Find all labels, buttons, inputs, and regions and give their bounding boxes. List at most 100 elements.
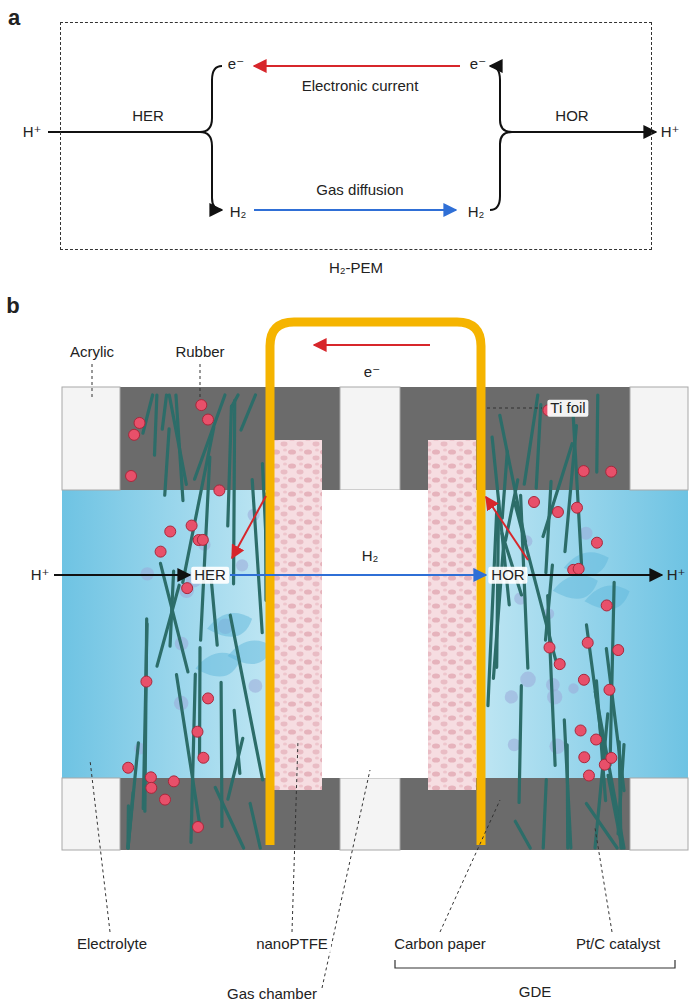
part-label: Rubber — [172, 344, 227, 361]
catalyst-particle — [123, 762, 134, 773]
fiber — [564, 720, 571, 848]
electrolyte-blob — [553, 575, 598, 599]
fiber — [157, 585, 179, 666]
fiber — [128, 743, 138, 848]
cell-illustration — [62, 322, 688, 850]
bubble — [236, 559, 248, 571]
bubble — [547, 689, 562, 704]
fiber — [546, 565, 553, 640]
catalyst-particle — [606, 466, 617, 477]
catalyst-particle — [198, 752, 209, 763]
catalyst-particle — [155, 546, 166, 557]
gas-label: H₂ — [359, 548, 382, 565]
catalyst-particle — [544, 642, 555, 653]
fiber — [536, 405, 541, 488]
fiber — [169, 395, 186, 484]
ion-label: H⁺ — [667, 567, 686, 584]
electrolyte-blob — [195, 653, 240, 677]
fiber — [191, 674, 195, 842]
reaction-label: HOR — [555, 108, 588, 125]
fiber — [198, 648, 202, 759]
fiber — [241, 395, 255, 430]
bubble — [248, 679, 262, 693]
part-label: Pt/C catalyst — [573, 936, 663, 953]
fiber — [488, 513, 497, 706]
catalyst-particle — [160, 794, 171, 805]
catalyst-particle — [214, 485, 225, 496]
part-label: Carbon paper — [391, 936, 489, 953]
fiber — [230, 615, 262, 780]
fiber — [232, 395, 238, 407]
fiber — [250, 803, 260, 848]
fiber — [162, 395, 166, 429]
catalyst-particle — [604, 684, 615, 695]
catalyst-particle — [606, 752, 617, 763]
catalyst-particle — [579, 752, 590, 763]
ion-label: H⁺ — [23, 124, 42, 141]
fiber — [183, 428, 214, 583]
bubble — [568, 683, 578, 693]
dashed-boundary-box: H₂-PEM — [60, 22, 652, 250]
catalyst-particle — [168, 776, 179, 787]
catalyst-particle — [196, 400, 207, 411]
electron-label: e⁻ — [470, 56, 486, 73]
catalyst-particle — [575, 725, 586, 736]
fiber — [165, 429, 169, 495]
nanoptfe-left — [274, 440, 322, 790]
ion-label: H⁺ — [31, 567, 50, 584]
fiber — [515, 821, 530, 848]
bubble — [505, 690, 518, 703]
nanoptfe-right — [428, 440, 476, 790]
ti-foil — [270, 322, 481, 845]
catalyst-particle — [573, 563, 584, 574]
fiber — [228, 738, 243, 799]
panel-letter: a — [8, 6, 20, 30]
panel-a-arrows — [48, 66, 656, 210]
catalyst-particle — [182, 583, 193, 594]
fiber — [597, 395, 598, 472]
fiber — [143, 395, 153, 433]
catalyst-particle — [571, 502, 582, 513]
catalyst-particle — [145, 772, 156, 783]
fiber — [211, 576, 217, 645]
catalyst-particle — [613, 645, 624, 656]
part-label: nanoPTFE — [253, 936, 331, 953]
electron-label: e⁻ — [228, 56, 244, 73]
catalyst-particle — [529, 497, 540, 508]
catalyst-particle — [192, 821, 203, 832]
part-label: Gas chamber — [224, 986, 320, 1003]
fiber — [252, 480, 262, 633]
arrow-label: Gas diffusion — [316, 182, 403, 199]
fiber — [506, 480, 518, 540]
rubber-gaskets — [120, 387, 630, 850]
catalyst-particle — [129, 429, 140, 440]
panel-letter: b — [6, 294, 19, 318]
bubble — [549, 739, 564, 754]
catalyst-particle — [192, 726, 203, 737]
gas-chamber — [322, 490, 428, 778]
catalyst-particle — [591, 734, 602, 745]
carbon-paper-fibers — [128, 395, 624, 848]
catalyst-particle — [141, 676, 152, 687]
fiber — [502, 451, 507, 518]
catalyst-particle — [134, 417, 145, 428]
gas-label: H₂ — [230, 204, 247, 221]
fiber — [619, 742, 621, 848]
reaction-label: HER — [191, 567, 229, 584]
catalyst-particle — [165, 526, 176, 537]
box-label: H₂-PEM — [329, 259, 383, 276]
reaction-label: HER — [132, 108, 164, 125]
catalyst-particle — [601, 600, 612, 611]
fiber — [519, 686, 521, 803]
fiber — [572, 402, 581, 566]
leader-lines — [90, 364, 612, 988]
catalyst-particle — [583, 770, 594, 781]
catalyst-particle — [126, 470, 137, 481]
catalyst-particle — [146, 782, 157, 793]
acrylic-blocks — [62, 387, 688, 850]
fiber — [154, 395, 156, 455]
arrow-label: Electronic current — [302, 78, 419, 95]
reaction-label: HOR — [488, 567, 527, 584]
catalyst-particle — [578, 674, 589, 685]
catalyst-particle — [554, 659, 565, 670]
